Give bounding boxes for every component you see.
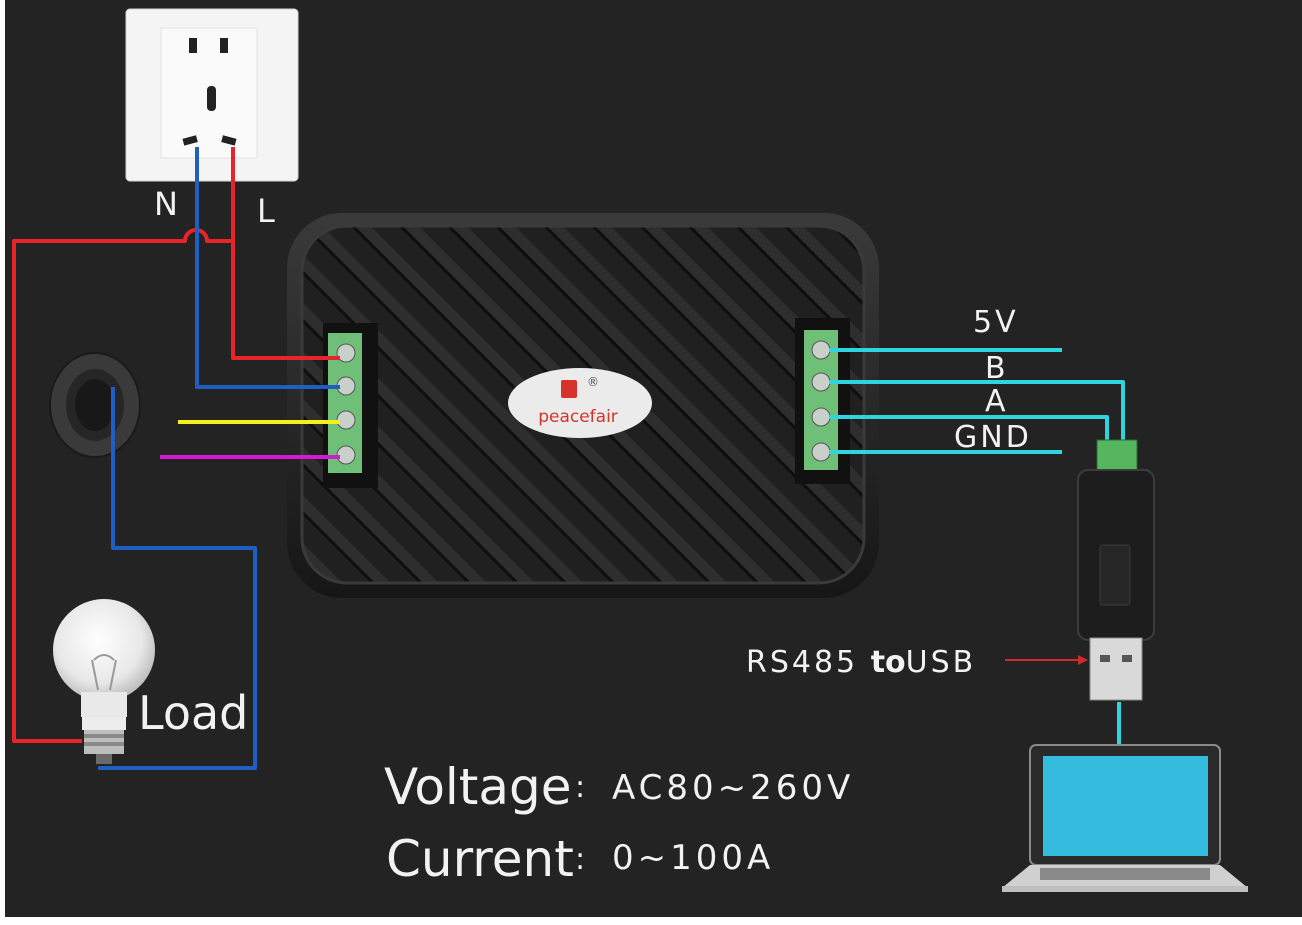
brand-text: peacefair — [538, 407, 618, 427]
current-label: Current — [386, 830, 574, 888]
wire-a — [829, 415, 1109, 448]
light-bulb — [53, 599, 155, 764]
wires — [12, 147, 1125, 770]
voltage-label: Voltage — [384, 758, 572, 816]
socket-label-l: L — [257, 192, 275, 230]
wire-line-load — [12, 228, 233, 743]
wire-neutral-load — [98, 387, 257, 770]
laptop — [1002, 744, 1248, 892]
adapter-label-prefix: RS485 — [746, 645, 871, 680]
power-meter-module: ® peacefair — [287, 213, 879, 598]
pin-label-gnd: GND — [954, 420, 1032, 455]
adapter-pointer-head — [1078, 655, 1088, 665]
adapter-label: RS485 toUSB — [746, 645, 976, 680]
pin-label-a: A — [985, 384, 1009, 419]
current-transformer-ring — [49, 352, 141, 458]
voltage-separator: : — [575, 770, 586, 805]
pin-label-b: B — [985, 351, 1009, 386]
terminal-block-left — [323, 323, 378, 488]
socket-label-n: N — [154, 185, 178, 223]
wire-b — [829, 380, 1125, 448]
current-separator: : — [575, 842, 586, 877]
adapter-label-suffix: USB — [905, 645, 977, 680]
current-value: 0~100A — [612, 838, 775, 878]
adapter-label-to: to — [870, 645, 906, 680]
rs485-usb-adapter — [1077, 439, 1155, 701]
brand-badge: ® peacefair — [508, 368, 652, 438]
voltage-value: AC80~260V — [612, 768, 855, 808]
brand-mark: ® — [587, 375, 599, 389]
wire-neutral-socket — [195, 147, 340, 389]
wire-line-socket — [231, 147, 340, 360]
load-label: Load — [138, 686, 249, 740]
wall-socket — [125, 8, 299, 182]
terminal-block-right — [795, 318, 850, 484]
pin-label-5v: 5V — [973, 305, 1019, 340]
